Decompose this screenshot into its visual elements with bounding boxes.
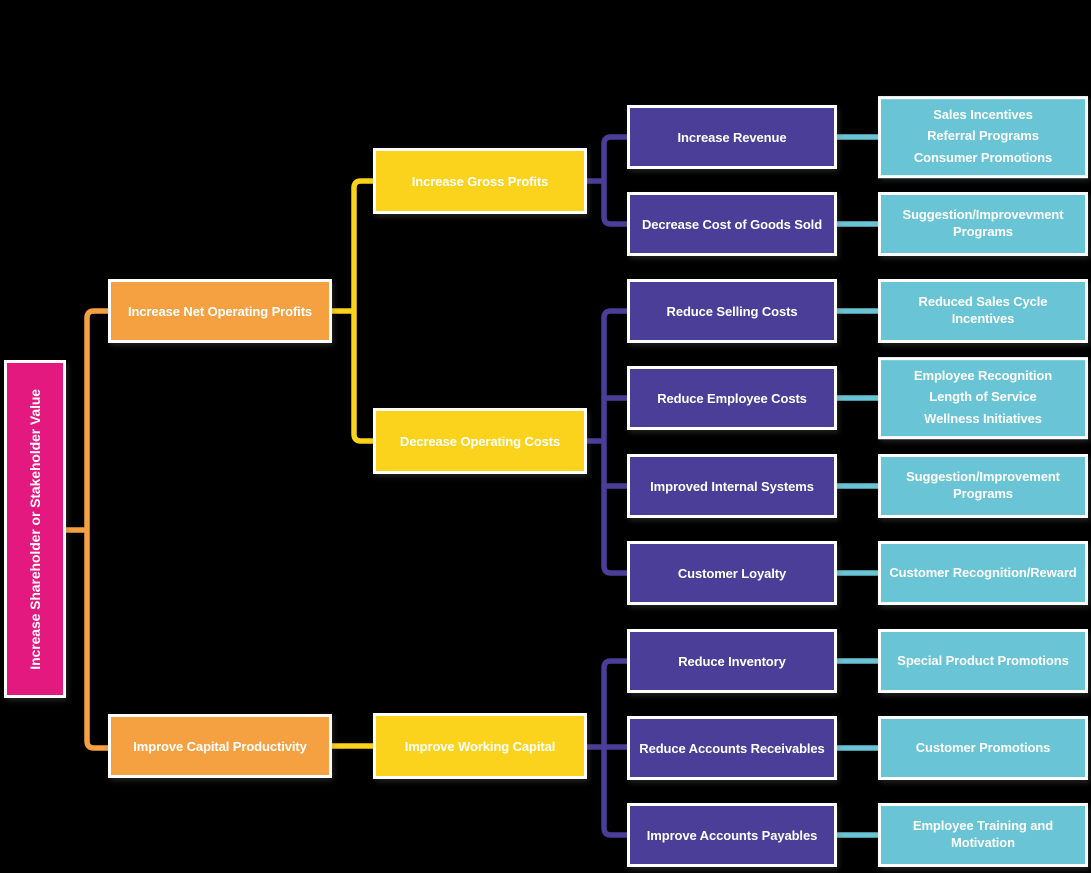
leaf-line: Reduced Sales Cycle Incentives — [918, 294, 1048, 326]
leaf-line: Customer Recognition/Reward — [889, 564, 1077, 580]
node-increase-shareholder-value: Increase Shareholder or Stakeholder Valu… — [4, 360, 66, 698]
node-label: Improve Accounts Payables — [646, 827, 818, 843]
node-label: Increase Gross Profits — [411, 173, 549, 189]
node-label: Improve Working Capital — [404, 738, 556, 754]
purple-connector-operating-costs — [587, 308, 627, 576]
leaf-line: Sales Incentives — [933, 106, 1033, 122]
node-label: Customer Loyalty — [677, 565, 787, 581]
node-label: Reduce Selling Costs — [666, 303, 798, 319]
orange-connector — [66, 308, 108, 751]
node-customer-loyalty: Customer Loyalty — [627, 541, 837, 605]
node-improve-accounts-payables: Improve Accounts Payables — [627, 803, 837, 867]
leaf-reduced-sales-cycle-incentives: Reduced Sales Cycle Incentives — [878, 279, 1088, 343]
node-reduce-selling-costs: Reduce Selling Costs — [627, 279, 837, 343]
leaf-line: Suggestion/Improvement Programs — [906, 469, 1060, 501]
node-reduce-inventory: Reduce Inventory — [627, 629, 837, 693]
leaf-sales-incentives-group: Sales Incentives Referral Programs Consu… — [878, 96, 1088, 178]
leaf-customer-recognition-reward: Customer Recognition/Reward — [878, 541, 1088, 605]
purple-connector-working-capital — [587, 658, 627, 838]
node-improved-internal-systems: Improved Internal Systems — [627, 454, 837, 518]
node-reduce-accounts-receivables: Reduce Accounts Receivables — [627, 716, 837, 780]
leaf-employee-recognition-group: Employee Recognition Length of Service W… — [878, 357, 1088, 439]
leaf-line: Employee Training and Motivation — [912, 818, 1054, 850]
leaf-line: Customer Promotions — [915, 739, 1051, 755]
node-label: Reduce Accounts Receivables — [639, 740, 825, 756]
node-decrease-cost-of-goods-sold: Decrease Cost of Goods Sold — [627, 192, 837, 256]
leaf-line: Wellness Initiatives — [924, 411, 1042, 427]
node-label: Reduce Employee Costs — [657, 390, 807, 406]
node-increase-gross-profits: Increase Gross Profits — [373, 148, 587, 214]
teal-connectors — [837, 134, 878, 838]
leaf-line: Employee Recognition — [913, 367, 1053, 383]
yellow-connector-top — [332, 178, 373, 444]
leaf-line: Referral Programs — [927, 128, 1039, 144]
node-label: Improved Internal Systems — [650, 478, 814, 494]
node-label: Decrease Operating Costs — [399, 433, 561, 449]
node-label: Increase Net Operating Profits — [127, 303, 313, 319]
node-improve-working-capital: Improve Working Capital — [373, 713, 587, 779]
node-label: Increase Shareholder or Stakeholder Valu… — [27, 388, 43, 670]
purple-connector-gross-profits — [587, 134, 627, 227]
node-reduce-employee-costs: Reduce Employee Costs — [627, 366, 837, 430]
leaf-line: Consumer Promotions — [913, 150, 1053, 166]
node-improve-capital-productivity: Improve Capital Productivity — [108, 714, 332, 778]
leaf-employee-training-and-motivation: Employee Training and Motivation — [878, 803, 1088, 867]
leaf-line: Suggestion/Improvevment Programs — [902, 207, 1064, 239]
node-increase-net-operating-profits: Increase Net Operating Profits — [108, 279, 332, 343]
node-label: Decrease Cost of Goods Sold — [641, 216, 823, 232]
leaf-line: Special Product Promotions — [897, 652, 1069, 668]
node-label: Improve Capital Productivity — [133, 738, 307, 754]
leaf-special-product-promotions: Special Product Promotions — [878, 629, 1088, 693]
leaf-customer-promotions: Customer Promotions — [878, 716, 1088, 780]
node-increase-revenue: Increase Revenue — [627, 105, 837, 169]
leaf-suggestion-improvement-programs-top: Suggestion/Improvevment Programs — [878, 192, 1088, 256]
leaf-line: Length of Service — [929, 389, 1037, 405]
node-label: Increase Revenue — [677, 129, 787, 145]
node-label: Reduce Inventory — [678, 653, 786, 669]
leaf-suggestion-improvement-programs-mid: Suggestion/Improvement Programs — [878, 454, 1088, 518]
node-decrease-operating-costs: Decrease Operating Costs — [373, 408, 587, 474]
